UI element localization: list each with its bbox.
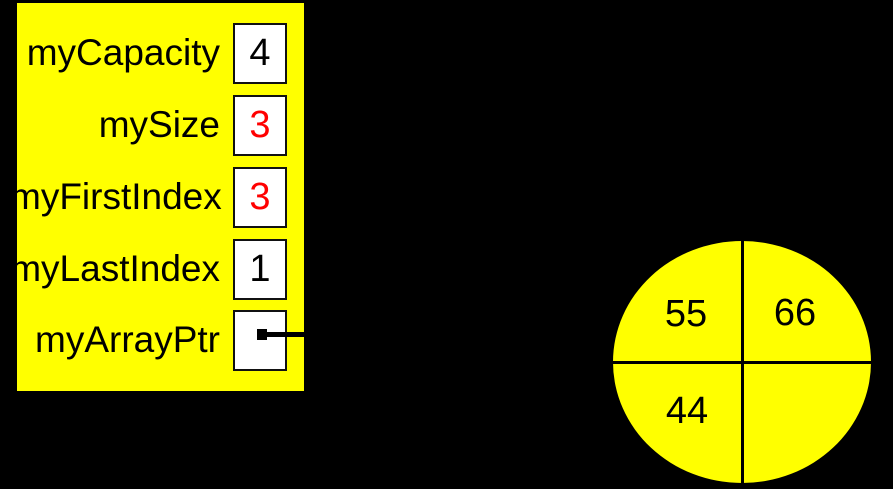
field-value-mylastindex: 1 [249,248,271,290]
field-label-myarrayptr: myArrayPtr [35,319,220,360]
ring-buffer-horizontal-divider [613,361,872,364]
quadrant-value-top-right: 66 [773,292,817,334]
quadrant-value-bottom-right [751,386,841,436]
pointer-line [258,332,480,337]
ring-buffer-vertical-divider [741,240,744,489]
quadrant-value-top-left: 55 [664,293,708,335]
field-value-box-mysize: 3 [233,95,287,156]
field-value-box-mycapacity: 4 [233,23,287,84]
field-label-mycapacity: myCapacity [26,32,220,73]
field-label-mylastindex: myLastIndex [10,248,220,289]
field-value-mysize: 3 [249,104,271,146]
quadrant-value-bottom-left: 44 [665,390,709,432]
field-value-myfirstindex: 3 [249,176,271,218]
field-value-mycapacity: 4 [249,32,271,74]
field-value-box-myarrayptr [233,310,287,371]
field-label-myfirstindex: myFirstIndex [10,176,222,217]
field-value-box-mylastindex: 1 [233,239,287,300]
field-label-mysize: mySize [98,104,220,145]
field-value-box-myfirstindex: 3 [233,167,287,228]
